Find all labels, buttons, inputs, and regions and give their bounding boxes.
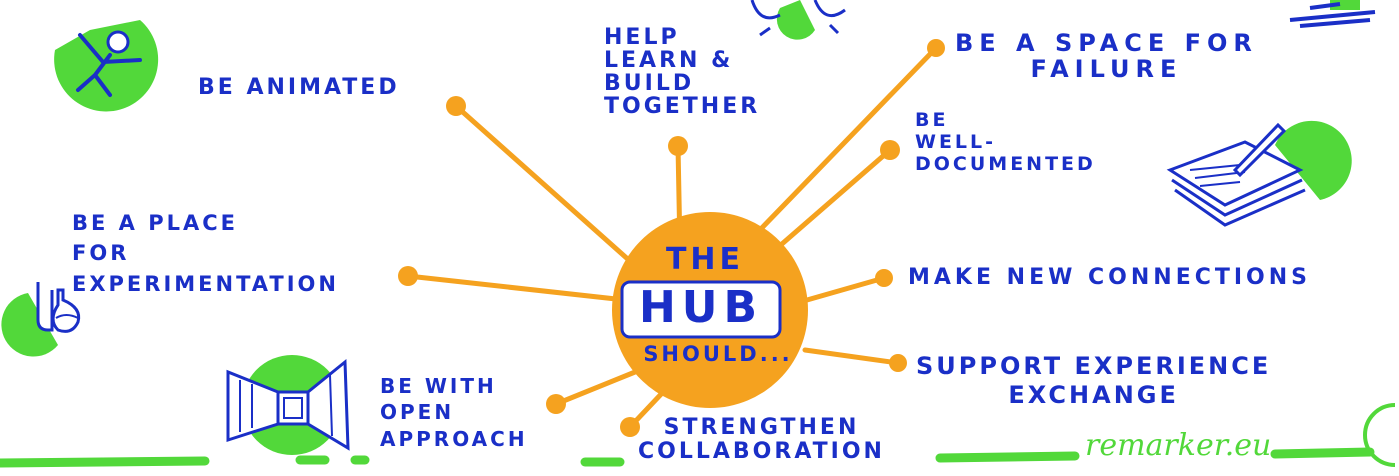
circle-mark-icon	[1363, 403, 1396, 467]
open-door-icon	[226, 355, 350, 455]
branch-open-approach: BE WITH OPEN APPROACH	[380, 374, 528, 451]
people-icon	[750, 0, 846, 40]
signature: remarker.eu	[1085, 428, 1272, 463]
branch-place-for-experimentation: BE A PLACE FOR EXPERIMENTATION	[72, 211, 339, 296]
desk-icon	[1289, 0, 1376, 28]
branch-help-learn-build-together: HELP LEARN & BUILD TOGETHER	[604, 25, 761, 120]
spoke-endpoints	[398, 39, 945, 437]
hub-word-box	[620, 280, 782, 339]
branch-strengthen-collaboration: STRENGTHEN COLLABORATION	[638, 415, 885, 465]
branch-be-animated: BE ANIMATED	[198, 75, 400, 100]
branch-make-new-connections: MAKE NEW CONNECTIONS	[908, 265, 1312, 290]
lab-flask-icon	[1, 282, 81, 357]
branch-well-documented: BE WELL- DOCUMENTED	[915, 109, 1096, 175]
dancing-person-icon	[54, 20, 159, 112]
hub-title-the: THE	[665, 242, 745, 277]
bottom-divider	[0, 447, 1375, 468]
hub-spokes	[405, 45, 939, 430]
hub-title-hub: HUB	[638, 282, 764, 333]
hub-title-should: SHOULD...	[643, 342, 793, 366]
branch-support-experience-exchange: SUPPORT EXPERIENCE EXCHANGE	[916, 352, 1272, 409]
branch-space-for-failure: BE A SPACE FOR FAILURE	[955, 29, 1258, 84]
documents-icon	[1166, 120, 1352, 227]
